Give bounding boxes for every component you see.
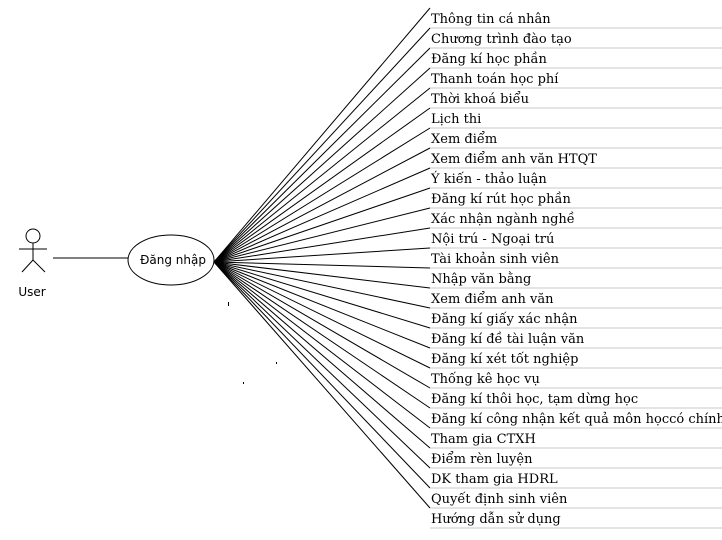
menu-connector-line bbox=[213, 261, 431, 509]
menu-connector-group bbox=[213, 7, 431, 509]
menu-item-label: Đăng kí công nhận kết quả môn họccó chín… bbox=[431, 411, 722, 427]
login-use-case bbox=[127, 234, 215, 286]
menu-connector-line bbox=[213, 261, 431, 369]
menu-item-label: Đăng kí thôi học, tạm dừng học bbox=[431, 392, 638, 407]
menu-connector-line bbox=[213, 127, 431, 263]
menu-item-label: Thống kê học vụ bbox=[431, 371, 540, 387]
menu-item-label: Xác nhận ngành nghề bbox=[431, 211, 575, 227]
menu-item-label: Đăng kí học phần bbox=[431, 51, 548, 67]
menu-connector-line bbox=[213, 261, 431, 269]
menu-item-label: Quyết định sinh viên bbox=[431, 491, 568, 507]
menu-item-label: Thanh toán học phí bbox=[431, 72, 559, 87]
menu-item-label: Đăng kí xét tốt nghiệp bbox=[431, 351, 578, 367]
menu-item-label: DK tham gia HDRL bbox=[431, 472, 558, 487]
menu-item-label: Xem điểm anh văn HTQT bbox=[431, 151, 597, 167]
actor-head bbox=[25, 228, 41, 244]
menu-connector-line bbox=[213, 47, 431, 263]
menu-item-label: Thời khoá biểu bbox=[431, 91, 529, 107]
menu-connector-line bbox=[213, 87, 431, 263]
menu-item-label: Nội trú - Ngoại trú bbox=[431, 232, 554, 247]
menu-item-label: Xem điểm bbox=[431, 131, 497, 147]
login-use-case-label: Đăng nhập bbox=[140, 253, 206, 267]
stray-mark bbox=[228, 302, 229, 306]
actor-figure bbox=[19, 228, 47, 273]
menu-connector-line bbox=[213, 261, 431, 289]
menu-item-label: Ý kiến - thảo luận bbox=[430, 171, 547, 187]
menu-connector-line bbox=[213, 261, 431, 489]
actor-left-leg bbox=[21, 259, 34, 273]
stray-mark bbox=[243, 382, 244, 384]
actor-label: User bbox=[18, 285, 45, 299]
menu-item-label: Đăng kí rút học phần bbox=[431, 191, 571, 207]
menu-item-label: Đăng kí giấy xác nhận bbox=[431, 311, 578, 327]
menu-connector-line bbox=[213, 261, 431, 329]
menu-item-label: Tham gia CTXH bbox=[431, 432, 536, 447]
menu-connector-line bbox=[213, 261, 431, 389]
menu-item-label: Điểm rèn luyện bbox=[431, 451, 533, 467]
menu-connector-line bbox=[213, 167, 431, 263]
menu-item-label: Tài khoản sinh viên bbox=[431, 252, 560, 267]
actor-right-leg bbox=[32, 259, 46, 273]
menu-connector-line bbox=[213, 207, 431, 263]
menu-connector-line bbox=[213, 7, 431, 263]
menu-connector-line bbox=[213, 67, 431, 263]
menu-connector-line bbox=[213, 261, 431, 449]
menu-connector-line bbox=[213, 227, 431, 263]
menu-item-label: Chương trình đào tạo bbox=[431, 32, 572, 47]
menu-connector-line bbox=[213, 247, 431, 263]
menu-connector-line bbox=[213, 187, 431, 263]
menu-item-label: Hướng dẫn sử dụng bbox=[431, 511, 561, 527]
menu-item-label: Nhập văn bằng bbox=[431, 271, 531, 287]
menu-item-label: Đăng kí đề tài luận văn bbox=[431, 331, 585, 347]
menu-item-label: Xem điểm anh văn bbox=[431, 291, 554, 307]
stray-mark bbox=[276, 362, 277, 364]
menu-item-label: Thông tin cá nhân bbox=[431, 12, 551, 27]
menu-connector-line bbox=[213, 261, 431, 349]
menu-connector-line bbox=[213, 261, 431, 409]
menu-connector-line bbox=[213, 27, 431, 263]
menu-connector-line bbox=[213, 261, 431, 309]
menu-connector-line bbox=[213, 107, 431, 263]
menu-item-label: Lịch thi bbox=[431, 112, 481, 127]
menu-connector-line bbox=[213, 147, 431, 263]
menu-connector-line bbox=[213, 261, 431, 469]
menu-connector-line bbox=[213, 261, 431, 429]
